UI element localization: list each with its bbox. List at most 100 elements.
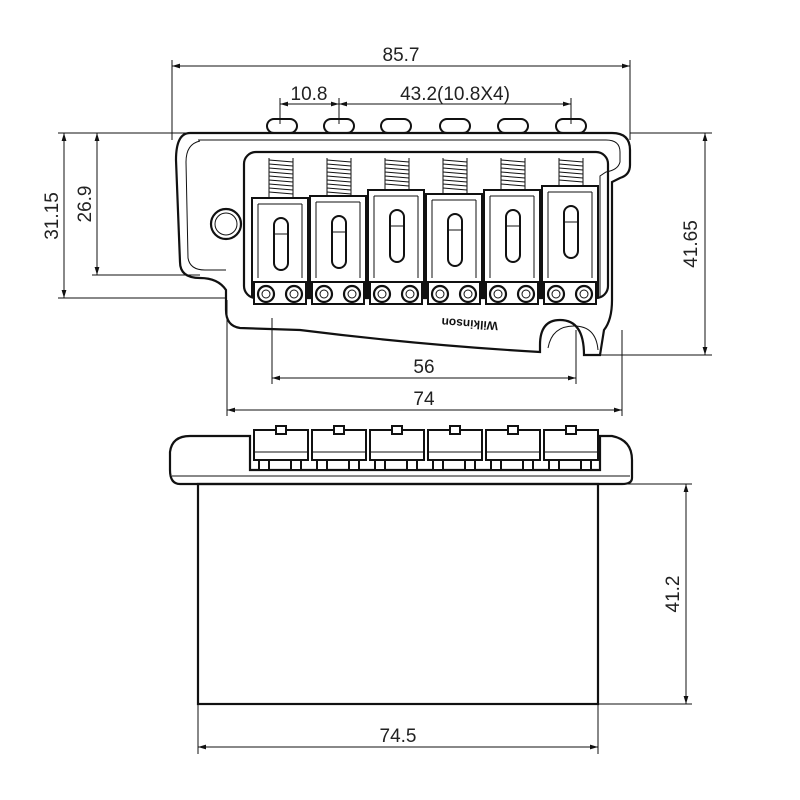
- side-saddles: [253, 425, 599, 471]
- tremolo-block: [196, 482, 600, 706]
- mounting-hole-inner: [214, 212, 238, 236]
- side-saddle: [427, 425, 483, 471]
- saddle-base: [311, 281, 365, 305]
- side-saddle: [369, 425, 425, 471]
- saddle-slot: [447, 213, 463, 267]
- height-screw: [430, 284, 450, 304]
- string-post: [497, 118, 529, 134]
- height-screw: [372, 284, 392, 304]
- spring-coil: [384, 159, 410, 163]
- spring-coil: [268, 183, 294, 187]
- height-screw: [458, 284, 478, 304]
- spring-coil: [384, 171, 410, 175]
- side-string-notch: [507, 425, 519, 435]
- height-screw-inner: [377, 289, 387, 299]
- height-screw: [400, 284, 420, 304]
- side-string-notch: [565, 425, 577, 435]
- height-screw: [284, 284, 304, 304]
- side-screw: [258, 459, 270, 471]
- spring: [558, 158, 584, 186]
- dim-mount-spacing-label: 56: [413, 357, 434, 378]
- spring-coil: [326, 175, 352, 179]
- dim-height-outer-label: 31.15: [42, 192, 63, 240]
- saddle-base: [253, 281, 307, 305]
- height-screw: [574, 284, 594, 304]
- spring-coil: [268, 167, 294, 171]
- height-screw-inner: [521, 289, 531, 299]
- side-screw: [464, 459, 476, 471]
- spring-coil: [442, 163, 468, 167]
- saddle-slot: [331, 215, 347, 269]
- dim-overall-width-label: 85.7: [383, 45, 420, 66]
- spring-coil: [268, 159, 294, 163]
- height-screw: [342, 284, 362, 304]
- saddle-slot: [505, 209, 521, 263]
- top-view: Wilkinson: [174, 118, 632, 357]
- spring-coil: [500, 183, 526, 187]
- dim-string-spacing-total-label: 43.2(10.8X4): [400, 84, 510, 105]
- string-post-row: [266, 118, 587, 134]
- saddle-base: [369, 281, 423, 305]
- spring-coil: [500, 159, 526, 163]
- dim-height-inner-label: 26.9: [75, 186, 96, 223]
- saddle-base: [427, 281, 481, 305]
- side-screw: [432, 459, 444, 471]
- dim-block-width-label: 74.5: [380, 726, 417, 747]
- side-string-notch: [449, 425, 461, 435]
- side-saddle: [311, 425, 367, 471]
- height-screw: [546, 284, 566, 304]
- spring-coil: [268, 191, 294, 195]
- spring-coil: [442, 167, 468, 171]
- spring-coil: [268, 171, 294, 175]
- height-screw: [488, 284, 508, 304]
- side-view: [168, 425, 634, 706]
- side-screw: [548, 459, 560, 471]
- spring-coil: [326, 159, 352, 163]
- saddle-cavity: [242, 150, 610, 300]
- spring-coil: [442, 175, 468, 179]
- spring-coil: [500, 167, 526, 171]
- brand-logo: Wilkinson: [441, 315, 498, 333]
- saddle-base: [485, 281, 539, 305]
- spring: [326, 158, 352, 196]
- height-screw-inner: [493, 289, 503, 299]
- spring-coil: [442, 171, 468, 175]
- side-saddle: [253, 425, 309, 471]
- spring-coil: [326, 191, 352, 195]
- spring: [442, 158, 468, 194]
- spring-coil: [326, 183, 352, 187]
- height-screw-inner: [261, 289, 271, 299]
- saddle: [367, 189, 425, 305]
- spring-coil: [326, 187, 352, 191]
- side-saddle: [543, 425, 599, 471]
- spring-coil: [326, 167, 352, 171]
- string-post: [266, 118, 298, 134]
- spring-coil: [326, 179, 352, 183]
- saddles: [251, 185, 599, 305]
- spring-coil: [384, 183, 410, 187]
- spring: [268, 158, 294, 198]
- saddle-base: [543, 281, 597, 305]
- side-screw: [580, 459, 592, 471]
- saddle: [425, 193, 483, 305]
- height-screw-inner: [579, 289, 589, 299]
- spring-coil: [384, 163, 410, 167]
- spring-coil: [558, 179, 584, 183]
- spring-coil: [268, 175, 294, 179]
- saddle-slot: [389, 209, 405, 263]
- spring-coil: [500, 179, 526, 183]
- spring-coil: [558, 163, 584, 167]
- height-screw-inner: [289, 289, 299, 299]
- height-screw-inner: [319, 289, 329, 299]
- saddle: [251, 197, 309, 305]
- spring-coil: [442, 179, 468, 183]
- dim-height-right-label: 41.65: [681, 220, 702, 268]
- side-screw: [316, 459, 328, 471]
- side-screw: [406, 459, 418, 471]
- side-string-notch: [275, 425, 287, 435]
- side-screw: [290, 459, 302, 471]
- saddle: [483, 189, 541, 305]
- side-saddle-body: [427, 429, 483, 461]
- spring-coil: [268, 163, 294, 167]
